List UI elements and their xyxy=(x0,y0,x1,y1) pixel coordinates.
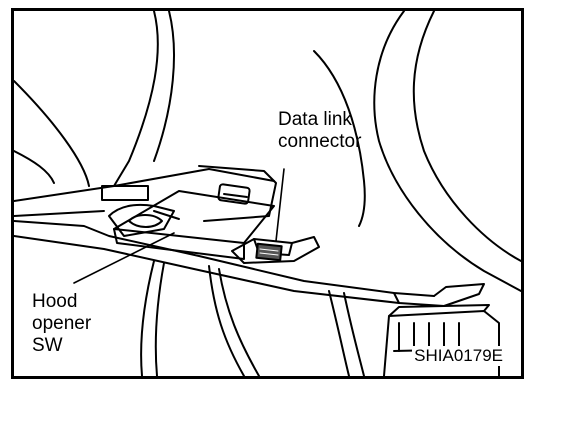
support-brace-mid-2 xyxy=(218,268,260,376)
column-cover-top xyxy=(198,165,277,222)
connector-bracket xyxy=(231,236,320,264)
support-brace-mid xyxy=(208,265,245,376)
figure-code: SHIA0179E xyxy=(412,346,505,366)
steering-column-left xyxy=(140,260,155,376)
leader-line-hood-opener xyxy=(73,232,175,284)
dashboard-line-drawing xyxy=(14,11,521,376)
connector-pins xyxy=(259,248,279,256)
column-cover-front-side xyxy=(113,228,245,260)
seat-outline-right-inner xyxy=(412,11,521,262)
leader-line-data-link xyxy=(275,168,285,242)
vent-left-slot xyxy=(101,185,149,201)
lower-dash-panel-top xyxy=(14,220,435,297)
callout-line-1: Data link xyxy=(278,109,352,130)
dash-top-edge xyxy=(14,168,275,202)
column-cover-slot-inner xyxy=(223,193,248,198)
steering-column-left-2 xyxy=(154,262,165,376)
data-link-connector-callout: Data link connector xyxy=(278,109,361,153)
door-panel-curve-left-2 xyxy=(14,150,55,184)
windshield-pillar-left-inner xyxy=(153,11,175,162)
lower-dash-panel-bottom xyxy=(14,235,445,307)
seat-curve-upper xyxy=(313,50,366,227)
column-cover-slot xyxy=(217,183,251,205)
windshield-pillar-left xyxy=(113,11,159,187)
support-brace-right-2 xyxy=(343,292,365,376)
door-panel-curve-left xyxy=(14,80,90,187)
callout-line-3: SW xyxy=(32,335,63,356)
data-link-connector-body xyxy=(255,242,283,262)
hood-opener-sw-callout: Hood opener SW xyxy=(32,291,91,357)
callout-line-2: connector xyxy=(278,131,362,152)
figure-frame: Data link connector Hood opener SW SHIA0… xyxy=(11,8,524,379)
hood-opener-switch-lever xyxy=(153,210,180,220)
dash-top-edge-2 xyxy=(14,210,105,217)
hood-opener-switch-body xyxy=(108,203,175,237)
floor-console-outline xyxy=(383,310,500,376)
support-brace-right xyxy=(328,290,350,376)
seat-outline-right xyxy=(373,11,521,292)
lower-dash-rib xyxy=(393,292,400,304)
floor-console-top xyxy=(388,304,490,317)
column-cover-front xyxy=(113,190,275,244)
floor-console-ribs xyxy=(398,322,460,352)
callout-line-2: opener xyxy=(32,313,92,334)
callout-line-1: Hood xyxy=(32,291,78,312)
lower-dash-panel-end xyxy=(433,283,485,307)
hood-opener-switch-ring xyxy=(128,214,163,228)
